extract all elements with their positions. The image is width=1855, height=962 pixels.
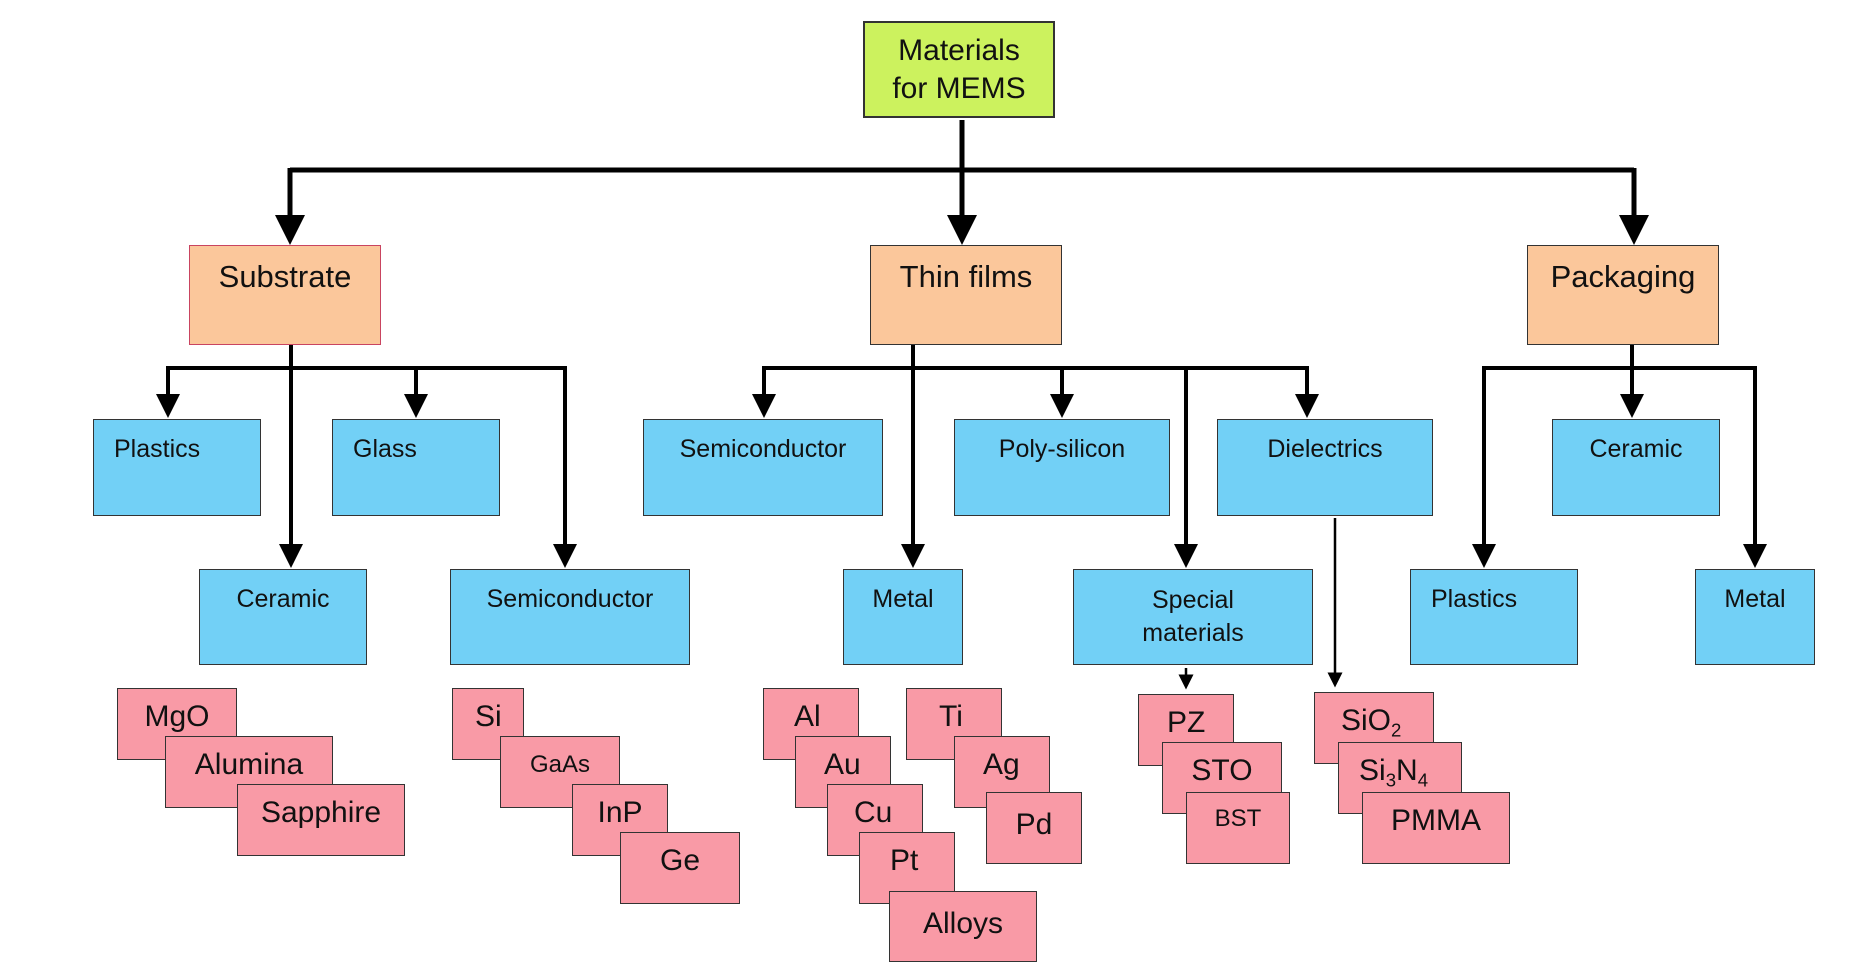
substrate-node: Substrate [189,245,381,345]
substrate-label: Substrate [218,259,352,294]
leaf-al-label: Al [794,700,821,733]
pkg-metal-label: Metal [1724,585,1786,613]
leaf-pmma-label: PMMA [1391,804,1481,837]
pkg-ceramic-node: Ceramic [1552,419,1720,516]
leaf-bst: BST [1186,792,1290,864]
tf-semiconductor-node: Semiconductor [643,419,883,516]
leaf-si-label: Si [475,700,502,733]
substrate-semiconductor-label: Semiconductor [486,585,654,613]
pkg-metal-node: Metal [1695,569,1815,665]
leaf-pd-label: Pd [1015,808,1053,841]
substrate-ceramic-label: Ceramic [236,585,330,613]
substrate-ceramic-node: Ceramic [199,569,367,665]
pkg-plastics-node: Plastics [1410,569,1578,665]
tf-metal-label: Metal [872,585,934,613]
substrate-glass-node: Glass [332,419,500,516]
leaf-au-label: Au [824,748,861,781]
leaf-pt-label: Pt [890,844,919,877]
leaf-ge-label: Ge [659,844,701,877]
leaf-si3n4-label: Si3N4 [1359,754,1429,791]
leaf-sio2-label: SiO2 [1341,704,1402,741]
leaf-pmma: PMMA [1362,792,1510,864]
leaf-sapphire-label: Sapphire [260,796,382,829]
leaf-sapphire: Sapphire [237,784,405,856]
leaf-sto: STO [1162,742,1282,814]
leaf-alumina-label: Alumina [194,748,304,781]
thin-films-node: Thin films [870,245,1062,345]
pkg-plastics-label: Plastics [1431,585,1518,613]
leaf-ag-label: Ag [983,748,1020,781]
tf-dielectrics-label: Dielectrics [1267,435,1383,463]
substrate-glass-label: Glass [353,435,417,463]
substrate-plastics-label: Plastics [114,435,201,463]
leaf-gaas-label: GaAs [529,751,591,778]
tf-semiconductor-label: Semiconductor [679,435,847,463]
leaf-pz-label: PZ [1167,706,1206,739]
leaf-alloys: Alloys [889,891,1037,962]
tf-poly-silicon-node: Poly-silicon [954,419,1170,516]
leaf-ge: Ge [620,832,740,904]
substrate-plastics-node: Plastics [93,419,261,516]
pkg-ceramic-label: Ceramic [1589,435,1683,463]
tf-metal-node: Metal [843,569,963,665]
tf-dielectrics-node: Dielectrics [1217,419,1433,516]
leaf-ti-label: Ti [939,700,963,733]
packaging-label: Packaging [1550,259,1696,294]
leaf-alloys-label: Alloys [922,907,1004,940]
packaging-node: Packaging [1527,245,1719,345]
leaf-cu-label: Cu [854,796,893,829]
thin-films-label: Thin films [899,259,1033,294]
leaf-sto-label: STO [1191,754,1253,787]
substrate-semiconductor-node: Semiconductor [450,569,690,665]
leaf-inp-label: InP [597,796,643,829]
tf-poly-silicon-label: Poly-silicon [998,435,1126,463]
leaf-bst-label: BST [1214,805,1262,832]
leaf-pd: Pd [986,792,1082,864]
leaf-mgo-label: MgO [144,700,210,733]
